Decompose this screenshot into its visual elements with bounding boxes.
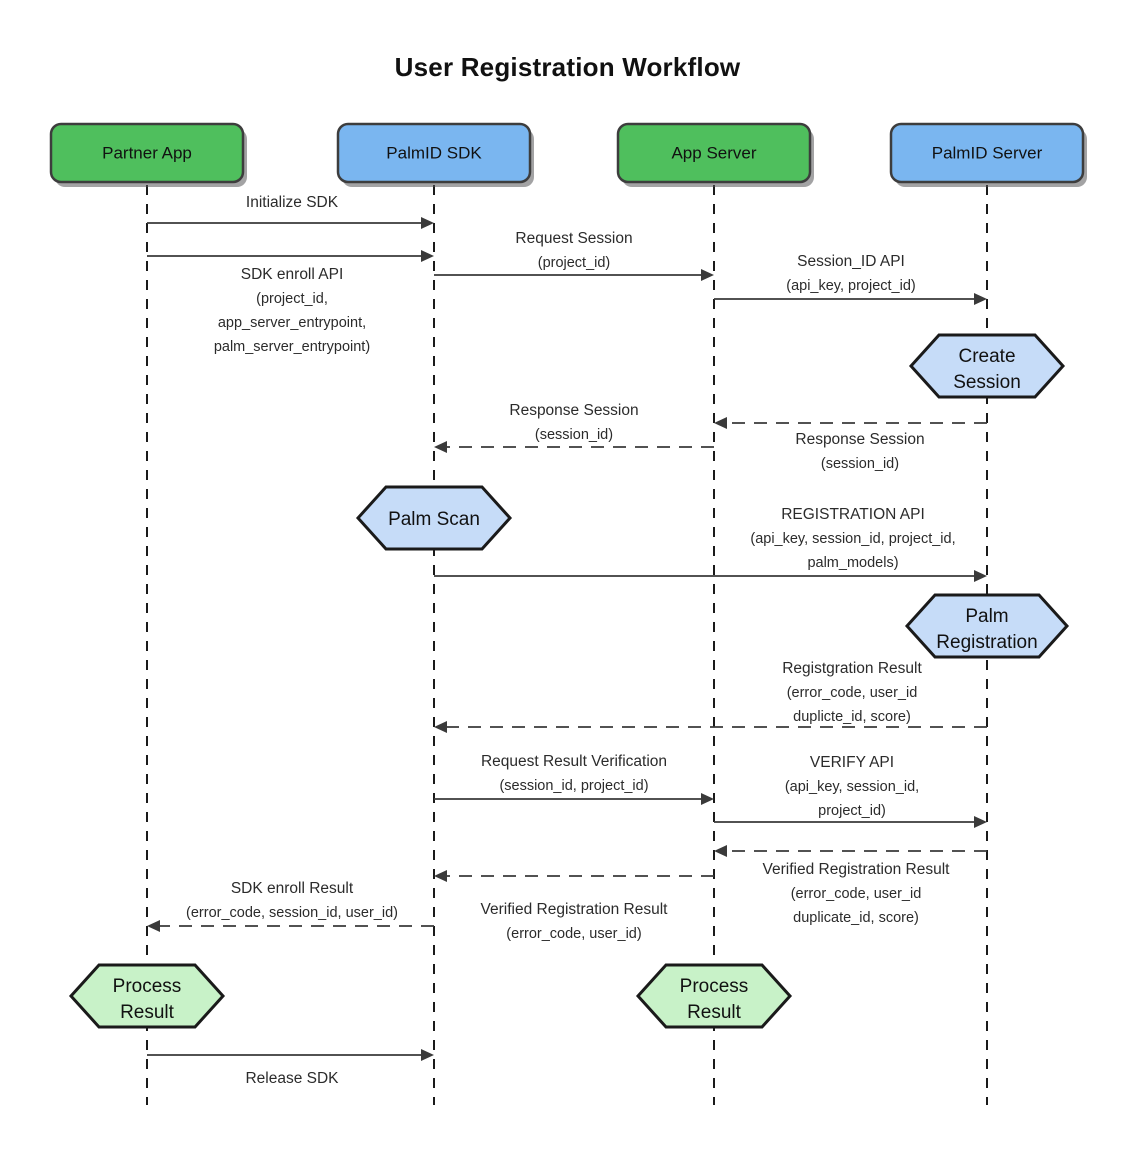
arrowhead-verified-registration-result-server — [714, 845, 727, 857]
participant-label-partner-app: Partner App — [102, 143, 192, 162]
message-registration-result: Registgration Result (error_code, user_id… — [434, 660, 987, 733]
message-label-verify-api: VERIFY API — [810, 754, 894, 771]
message-label-sdk-enroll-api-line4: palm_server_entrypoint) — [214, 339, 370, 355]
arrowhead-request-result-verification — [701, 793, 714, 805]
participant-box-palmid-server[interactable] — [889, 122, 1085, 184]
activity-hexagon-process-result-server[interactable] — [635, 963, 793, 1029]
arrowhead-sdk-enroll-api — [421, 250, 434, 262]
message-response-session-server: Response Session (session_id) — [714, 417, 987, 472]
message-verified-registration-result-sdk: Verified Registration Result (error_code,… — [434, 870, 714, 942]
message-label-sdk-enroll-api: SDK enroll API — [241, 266, 344, 283]
message-sdk-enroll-result: SDK enroll Result (error_code, session_id… — [147, 880, 434, 932]
message-label-session-id-api: Session_ID API — [797, 253, 905, 270]
message-registration-api: REGISTRATION API (api_key, session_id, pr… — [434, 506, 987, 582]
page-title: User Registration Workflow — [394, 52, 741, 82]
participant-app-server[interactable]: App Server — [616, 122, 814, 187]
message-initialize-sdk: Initialize SDK — [147, 194, 434, 229]
message-release-sdk: Release SDK — [147, 1049, 434, 1087]
message-label-sdk-enroll-result-line2: (error_code, session_id, user_id) — [186, 905, 398, 921]
arrowhead-request-session — [701, 269, 714, 281]
activity-label-process-result-server: Process — [680, 976, 749, 997]
participant-box-partner-app[interactable] — [49, 122, 245, 184]
activity-label-create-session-line2: Session — [953, 372, 1021, 393]
activity-label-process-result-server-line2: Result — [687, 1002, 742, 1023]
message-verified-registration-result-server: Verified Registration Result (error_code,… — [714, 845, 987, 926]
participant-label-palmid-server: PalmID Server — [932, 143, 1043, 162]
arrowhead-response-session-sdk — [434, 441, 447, 453]
message-label-initialize-sdk: Initialize SDK — [246, 194, 339, 211]
message-label-registration-result-line3: duplicte_id, score) — [793, 709, 911, 725]
arrowhead-session-id-api — [974, 293, 987, 305]
message-sdk-enroll-api: SDK enroll API (project_id, app_server_ent… — [147, 250, 434, 355]
message-label-verified-registration-result-sdk: Verified Registration Result — [481, 901, 669, 918]
arrowhead-response-session-server — [714, 417, 727, 429]
activity-label-process-result-partner-line2: Result — [120, 1002, 175, 1023]
message-label-verified-registration-result-server: Verified Registration Result — [763, 861, 951, 878]
message-label-registration-result: Registgration Result — [782, 660, 922, 677]
participant-palmid-server[interactable]: PalmID Server — [889, 122, 1087, 187]
message-label-request-result-verification-line2: (session_id, project_id) — [499, 778, 648, 794]
message-label-request-result-verification: Request Result Verification — [481, 753, 667, 770]
activity-label-palm-scan: Palm Scan — [388, 509, 480, 530]
message-label-verify-api-line3: project_id) — [818, 803, 886, 819]
message-label-registration-api: REGISTRATION API — [781, 506, 925, 523]
message-label-verified-registration-result-server-line3: duplicate_id, score) — [793, 910, 919, 926]
participant-partner-app[interactable]: Partner App — [49, 122, 247, 187]
message-label-registration-api-line3: palm_models) — [807, 555, 898, 571]
activity-label-palm-registration: Palm — [965, 606, 1008, 627]
arrowhead-registration-result — [434, 721, 447, 733]
message-response-session-sdk: Response Session (session_id) — [434, 402, 714, 453]
message-label-release-sdk: Release SDK — [245, 1070, 339, 1087]
message-label-response-session-server: Response Session — [795, 431, 924, 448]
message-session-id-api: Session_ID API (api_key, project_id) — [714, 253, 987, 305]
message-label-sdk-enroll-api-line2: (project_id, — [256, 291, 328, 307]
arrowhead-verify-api — [974, 816, 987, 828]
activity-label-create-session: Create — [958, 346, 1015, 367]
message-label-response-session-sdk: Response Session — [509, 402, 638, 419]
activity-hexagon-palm-registration[interactable] — [904, 593, 1070, 659]
activity-label-palm-registration-line2: Registration — [936, 632, 1037, 653]
message-label-response-session-sdk-line2: (session_id) — [535, 427, 613, 443]
message-label-response-session-server-line2: (session_id) — [821, 456, 899, 472]
participant-label-palmid-sdk: PalmID SDK — [386, 143, 482, 162]
participants-group: Partner App PalmID SDK App Server PalmID Se… — [49, 122, 1087, 187]
message-label-registration-result-line2: (error_code, user_id — [787, 685, 918, 701]
message-label-verified-registration-result-server-line2: (error_code, user_id — [791, 886, 922, 902]
arrowhead-release-sdk — [421, 1049, 434, 1061]
message-request-result-verification: Request Result Verification (session_id, … — [434, 753, 714, 805]
participant-palmid-sdk[interactable]: PalmID SDK — [336, 122, 534, 187]
arrowhead-initialize-sdk — [421, 217, 434, 229]
message-label-sdk-enroll-result: SDK enroll Result — [231, 880, 354, 897]
message-label-request-session-line2: (project_id) — [538, 255, 611, 271]
activity-palm-scan[interactable]: Palm Scan — [355, 485, 513, 551]
message-label-request-session: Request Session — [515, 230, 632, 247]
message-label-registration-api-line2: (api_key, session_id, project_id, — [750, 531, 955, 547]
message-label-verify-api-line2: (api_key, session_id, — [785, 779, 919, 795]
participant-box-palmid-sdk[interactable] — [336, 122, 532, 184]
activity-label-process-result-partner: Process — [113, 976, 182, 997]
arrowhead-sdk-enroll-result — [147, 920, 160, 932]
message-label-session-id-api-line2: (api_key, project_id) — [786, 278, 916, 294]
activity-hexagon-create-session[interactable] — [908, 333, 1066, 399]
message-request-session: Request Session (project_id) — [434, 230, 714, 281]
arrowhead-verified-registration-result-sdk — [434, 870, 447, 882]
participant-label-app-server: App Server — [671, 143, 756, 162]
arrowhead-registration-api — [974, 570, 987, 582]
messages-group: Initialize SDK SDK enroll API (project_id,… — [147, 194, 987, 1087]
activity-hexagon-process-result-partner[interactable] — [68, 963, 226, 1029]
message-verify-api: VERIFY API (api_key, session_id, project_i… — [714, 754, 987, 828]
activity-hexagon-palm-scan[interactable] — [355, 485, 513, 551]
message-label-sdk-enroll-api-line3: app_server_entrypoint, — [218, 315, 366, 331]
message-label-verified-registration-result-sdk-line2: (error_code, user_id) — [506, 926, 641, 942]
participant-box-app-server[interactable] — [616, 122, 812, 184]
